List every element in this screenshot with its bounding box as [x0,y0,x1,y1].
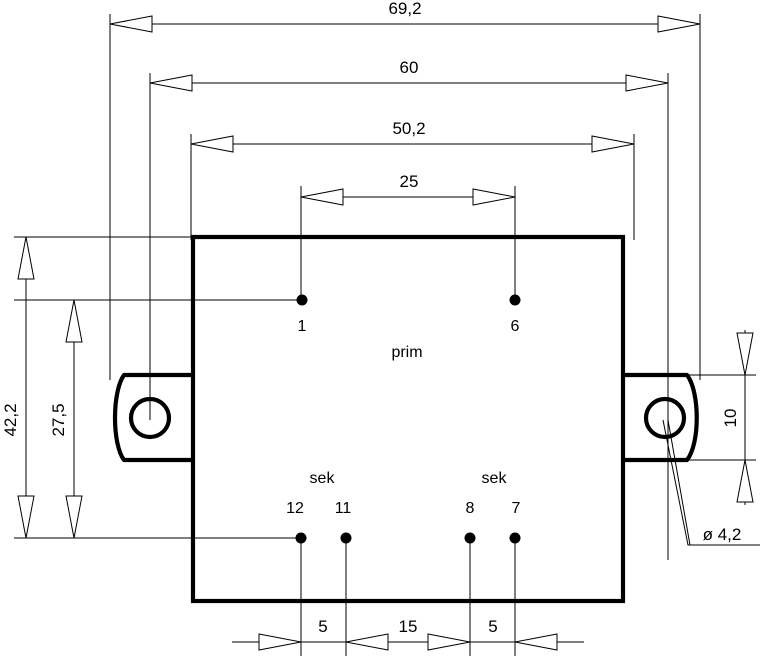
pin-dot-6 [509,294,521,306]
pin-group-top: 1 6 [296,294,521,335]
dimension-pin-row-spacing: 27,5 [49,299,83,539]
pin-label-1: 1 [298,318,307,335]
dimension-value-10: 10 [721,409,740,428]
pin-dot-11 [340,532,352,544]
dimension-value-42-2: 42,2 [1,403,20,436]
dimension-mounting-hole-span: 60 [149,58,669,92]
left-mounting-tab [112,372,196,463]
pin-dot-8 [464,532,476,544]
pin-dot-7 [509,532,521,544]
extension-lines [14,14,756,656]
dimension-body-width: 50,2 [190,119,635,153]
dimension-overall-width: 69,2 [109,0,701,33]
right-mounting-tab [620,372,699,463]
label-sek-left: sek [310,470,336,487]
dimension-value-69-2: 69,2 [388,0,421,18]
leader-hole-diameter: ø 4,2 [662,419,760,546]
dimension-value-25: 25 [400,172,419,191]
dimension-overall-height: 42,2 [1,236,35,539]
dimension-value-15: 15 [399,617,418,636]
dimension-bottom-group: 5 15 5 [232,617,584,651]
right-mounting-hole [643,396,687,440]
dimension-tab-height: 10 [721,330,754,505]
pin-label-6: 6 [511,318,520,335]
dimension-primary-pin-pitch: 25 [300,172,516,206]
pin-group-bottom: 12 11 8 7 [286,500,521,544]
pin-dot-1 [296,294,308,306]
transformer-body-outline [190,234,626,604]
dimension-value-27-5: 27,5 [49,403,68,436]
pin-label-12: 12 [286,500,304,517]
dimension-value-5-right: 5 [488,617,497,636]
dimension-value-5-left: 5 [318,617,327,636]
pin-label-11: 11 [335,500,352,517]
pin-dot-12 [295,532,307,544]
dimension-value-60: 60 [400,58,419,77]
label-sek-right: sek [482,470,508,487]
pin-label-8: 8 [466,500,475,517]
leader-value-diameter: ø 4,2 [703,525,742,544]
pin-label-7: 7 [512,500,521,517]
left-mounting-hole [128,396,172,440]
label-prim: prim [391,344,422,361]
dimension-value-50-2: 50,2 [392,119,425,138]
